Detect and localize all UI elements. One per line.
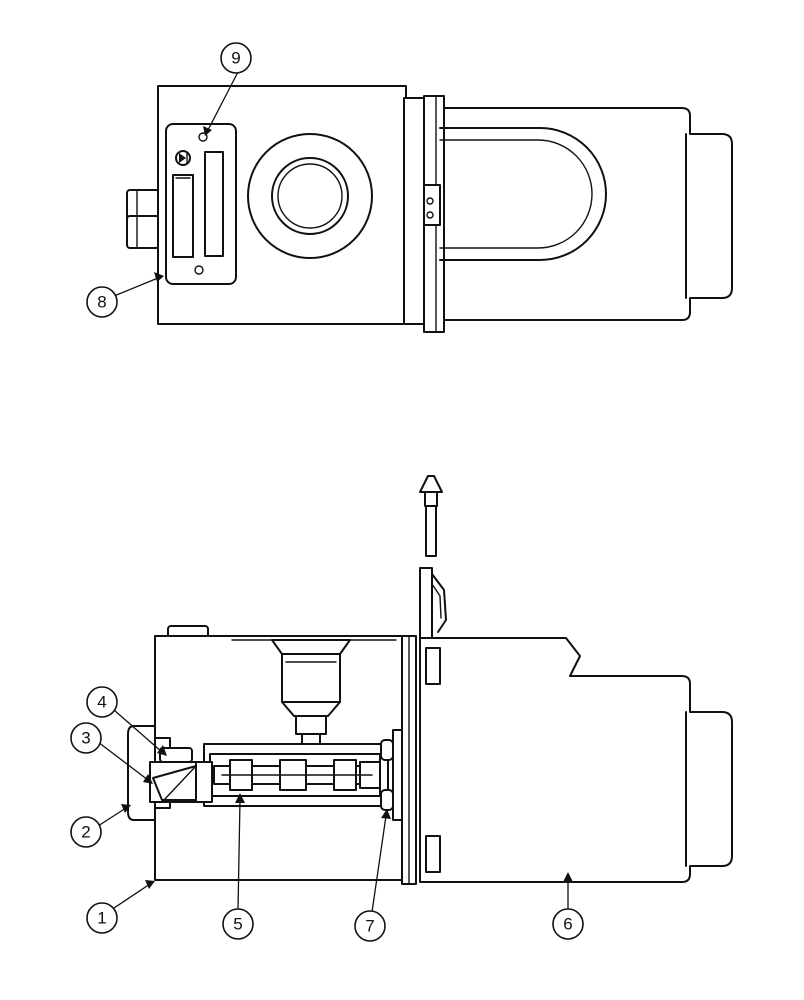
callout-7-label: 7	[365, 917, 374, 936]
callout-3: 3	[70, 722, 153, 784]
callout-3-label: 3	[81, 729, 90, 748]
top-connector-plugs	[126, 189, 160, 249]
callout-1-label: 1	[97, 909, 106, 928]
section-port	[271, 639, 351, 745]
callout-7: 7	[354, 809, 391, 942]
callout-6-label: 6	[563, 915, 572, 934]
section-o-ring	[380, 729, 403, 821]
callout-8: 8	[86, 272, 164, 318]
top-port	[247, 133, 373, 259]
section-spool	[213, 759, 381, 791]
top-nameplate	[165, 123, 237, 285]
callout-4: 4	[86, 686, 167, 756]
section-lever	[419, 567, 447, 645]
callout-5: 5	[222, 793, 254, 940]
callout-5-label: 5	[233, 915, 242, 934]
callout-8-label: 8	[97, 293, 106, 312]
callout-9-label: 9	[231, 49, 240, 68]
callout-9: 9	[203, 42, 252, 136]
callout-2-label: 2	[81, 823, 90, 842]
callout-1: 1	[86, 880, 155, 934]
top-coil-housing	[419, 95, 733, 333]
callout-4-label: 4	[97, 693, 106, 712]
section-coil-housing	[419, 637, 733, 883]
callout-6: 6	[552, 872, 584, 940]
section-view	[127, 475, 733, 885]
section-pin	[419, 475, 443, 557]
top-view	[126, 85, 733, 333]
callout-2: 2	[70, 804, 131, 848]
section-seal	[149, 747, 213, 803]
